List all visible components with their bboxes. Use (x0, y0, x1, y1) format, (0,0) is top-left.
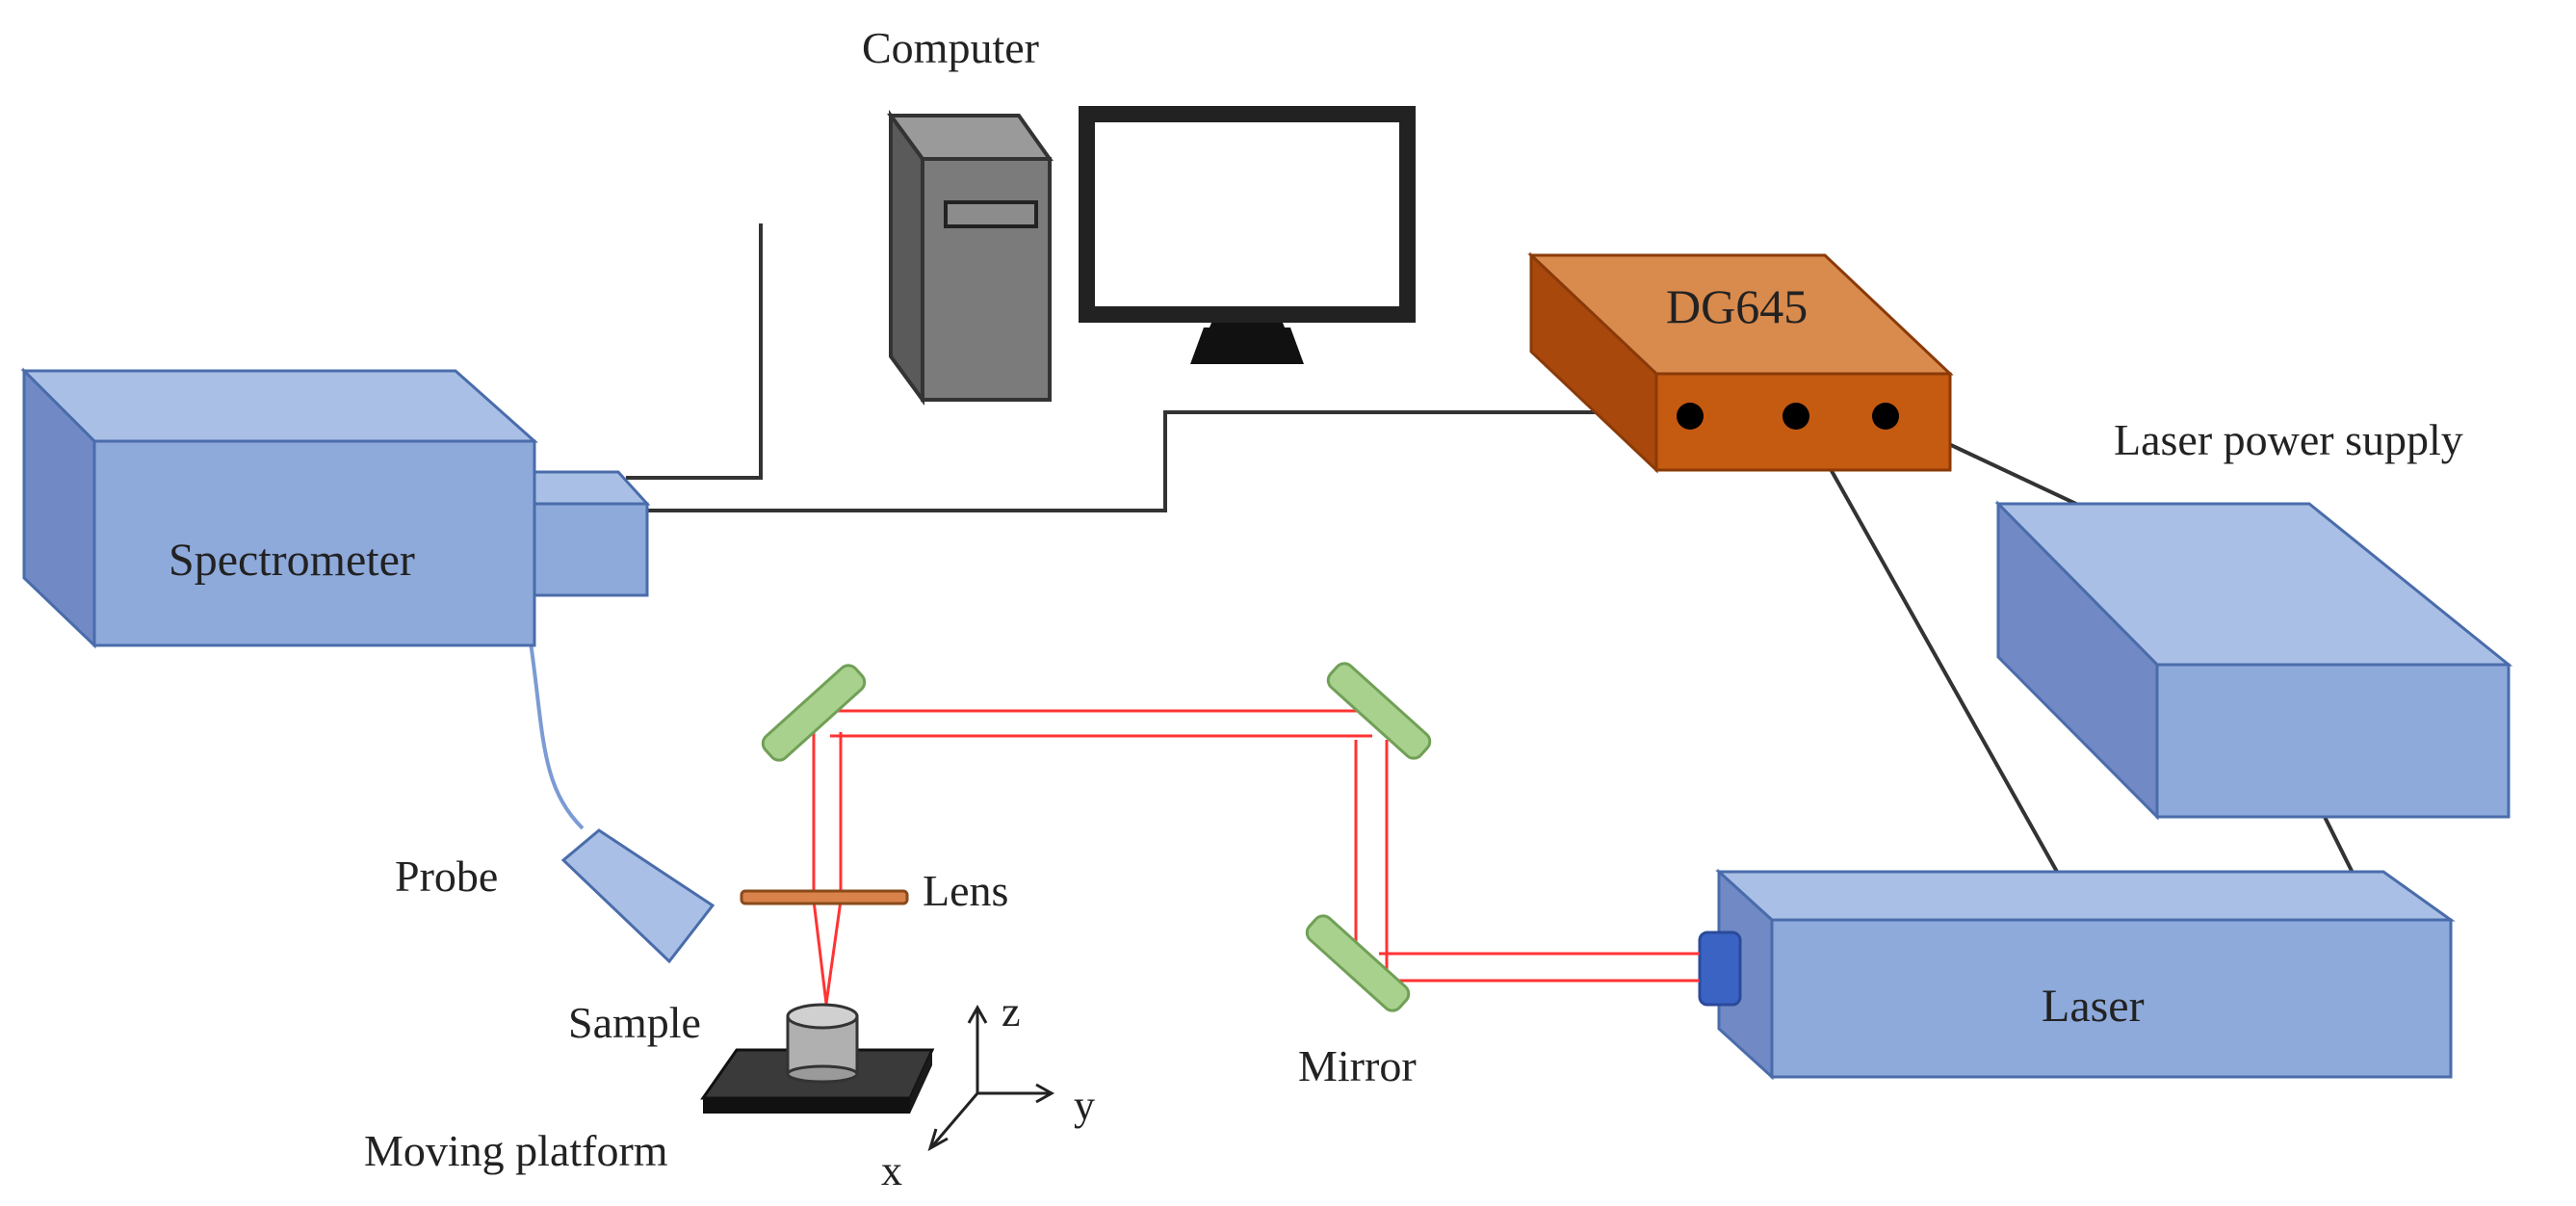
label-moving-platform: Moving platform (364, 1126, 668, 1175)
mirror-2 (1326, 662, 1432, 760)
optical-fiber (528, 635, 585, 830)
computer-tower (887, 109, 1054, 406)
label-axis-z: z (1002, 988, 1021, 1036)
cable-computer-spectrometer (626, 223, 763, 480)
monitor-screen (1095, 122, 1399, 306)
monitor-stand (1190, 328, 1304, 364)
probe (560, 828, 716, 964)
label-laser-power-supply: Laser power supply (2114, 415, 2463, 464)
label-axis-y: y (1074, 1082, 1095, 1129)
label-laser: Laser (2042, 981, 2145, 1032)
drive-bay (944, 200, 1038, 228)
laser-power-supply (1994, 500, 2513, 821)
cable-dg645-laser (1799, 415, 2063, 879)
computer-monitor (1079, 106, 1416, 364)
lens (740, 889, 909, 905)
dg645-port-1 (1677, 403, 1704, 430)
laser-head (1698, 868, 2456, 1081)
dg645-delay-generator (1527, 251, 1954, 474)
mirror-1 (761, 664, 867, 762)
label-computer: Computer (862, 23, 1039, 72)
sample (786, 1003, 859, 1084)
spectrometer-port (533, 502, 649, 597)
dg645-port-2 (1782, 403, 1809, 430)
label-dg645: DG645 (1666, 279, 1808, 333)
mirror-3 (1305, 914, 1411, 1012)
label-probe: Probe (395, 852, 498, 901)
dg645-port-3 (1872, 403, 1899, 430)
laser-aperture (1698, 931, 1742, 1007)
laser-beam-path (812, 709, 1700, 1005)
label-sample: Sample (568, 998, 701, 1047)
label-lens: Lens (923, 866, 1008, 915)
label-spectrometer: Spectrometer (169, 535, 415, 586)
coordinate-axes (927, 1004, 1055, 1152)
spectrometer (20, 367, 651, 649)
cable-dg645-spectrometer (647, 410, 1687, 512)
label-axis-x: x (881, 1147, 902, 1194)
label-mirror: Mirror (1298, 1041, 1417, 1090)
